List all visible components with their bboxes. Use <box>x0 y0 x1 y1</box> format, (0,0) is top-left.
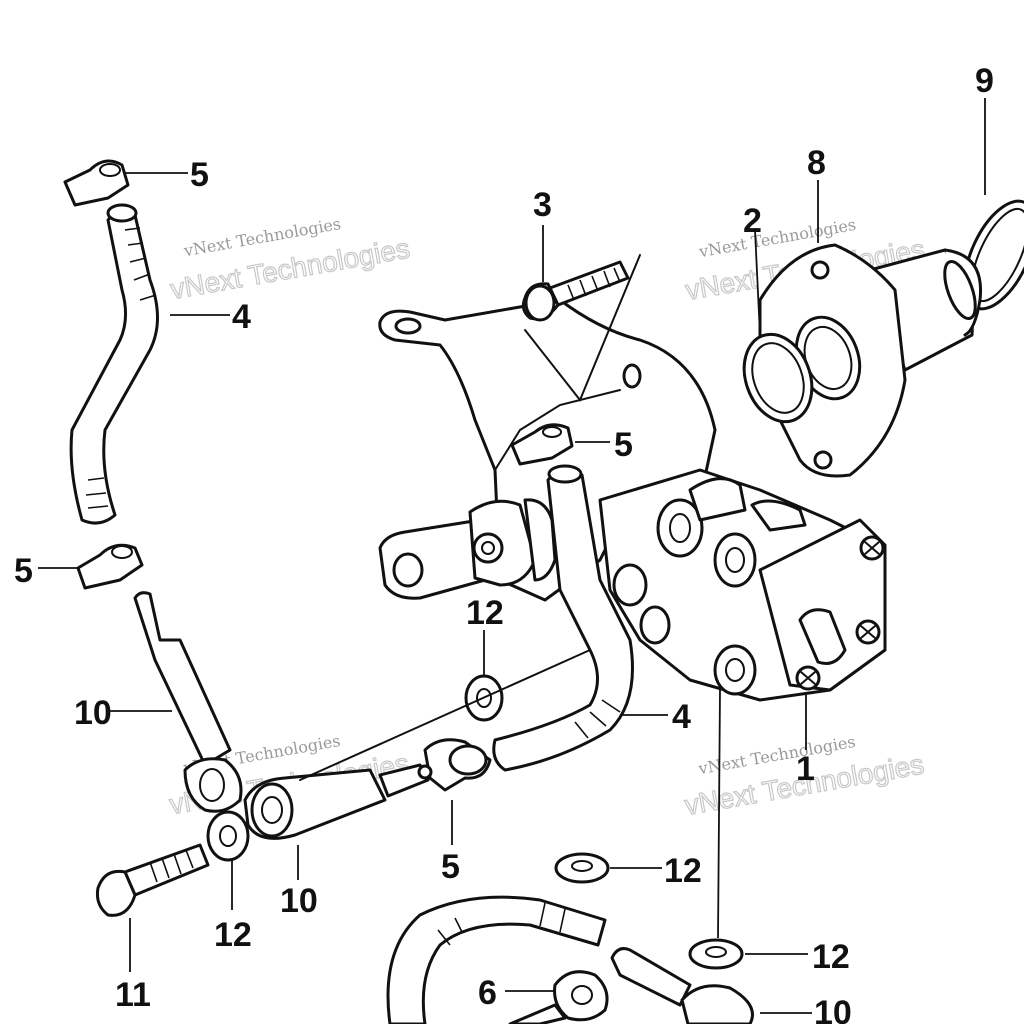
callout-12: 12 <box>466 594 504 632</box>
callout-12: 12 <box>664 852 702 890</box>
hose-6-lower <box>386 895 607 1024</box>
washer-12-left <box>206 810 250 862</box>
banjo-bolt-11 <box>96 843 210 917</box>
callout-2: 2 <box>743 202 762 240</box>
callout-3: 3 <box>533 186 552 224</box>
oil-line-10-left <box>133 591 243 813</box>
callout-11: 11 <box>115 976 151 1014</box>
callout-5: 5 <box>14 552 33 590</box>
callout-5: 5 <box>614 426 633 464</box>
oil-pump-1 <box>598 468 887 702</box>
hose-clip-5-center <box>510 423 574 466</box>
hose-4-upper <box>69 203 159 525</box>
hose-clip-5-top <box>63 159 130 207</box>
callout-6: 6 <box>478 974 497 1012</box>
fitting-6 <box>508 970 609 1024</box>
callout-12: 12 <box>214 916 252 954</box>
washer-12-mid <box>554 852 610 884</box>
callout-labels: 5 4 5 10 3 2 8 9 5 12 4 1 5 10 12 11 12 … <box>14 62 994 1024</box>
callout-10: 10 <box>74 694 112 732</box>
callout-10: 10 <box>280 882 318 920</box>
hose-clip-5-lower <box>423 738 492 792</box>
oil-line-10-bottom <box>610 947 754 1024</box>
oil-line-10-center <box>243 763 433 840</box>
washer-12-right <box>688 938 744 970</box>
callout-8: 8 <box>807 144 826 182</box>
callout-1: 1 <box>796 750 815 788</box>
drive-shaft-nut <box>378 498 557 600</box>
callout-5: 5 <box>190 156 209 194</box>
callout-12: 12 <box>812 938 850 976</box>
callout-9: 9 <box>975 62 994 100</box>
leader-lines <box>38 98 986 1014</box>
callout-4: 4 <box>672 698 691 736</box>
bolt-3 <box>521 260 630 322</box>
callout-4: 4 <box>232 298 251 336</box>
callout-10: 10 <box>814 994 852 1024</box>
hose-4-lower <box>492 464 634 772</box>
hose-clip-5-left <box>76 543 144 590</box>
o-ring-2 <box>742 332 814 424</box>
watermark-top-left: vNext Technologies vNext Technologies <box>167 214 412 306</box>
callout-5: 5 <box>441 848 460 886</box>
